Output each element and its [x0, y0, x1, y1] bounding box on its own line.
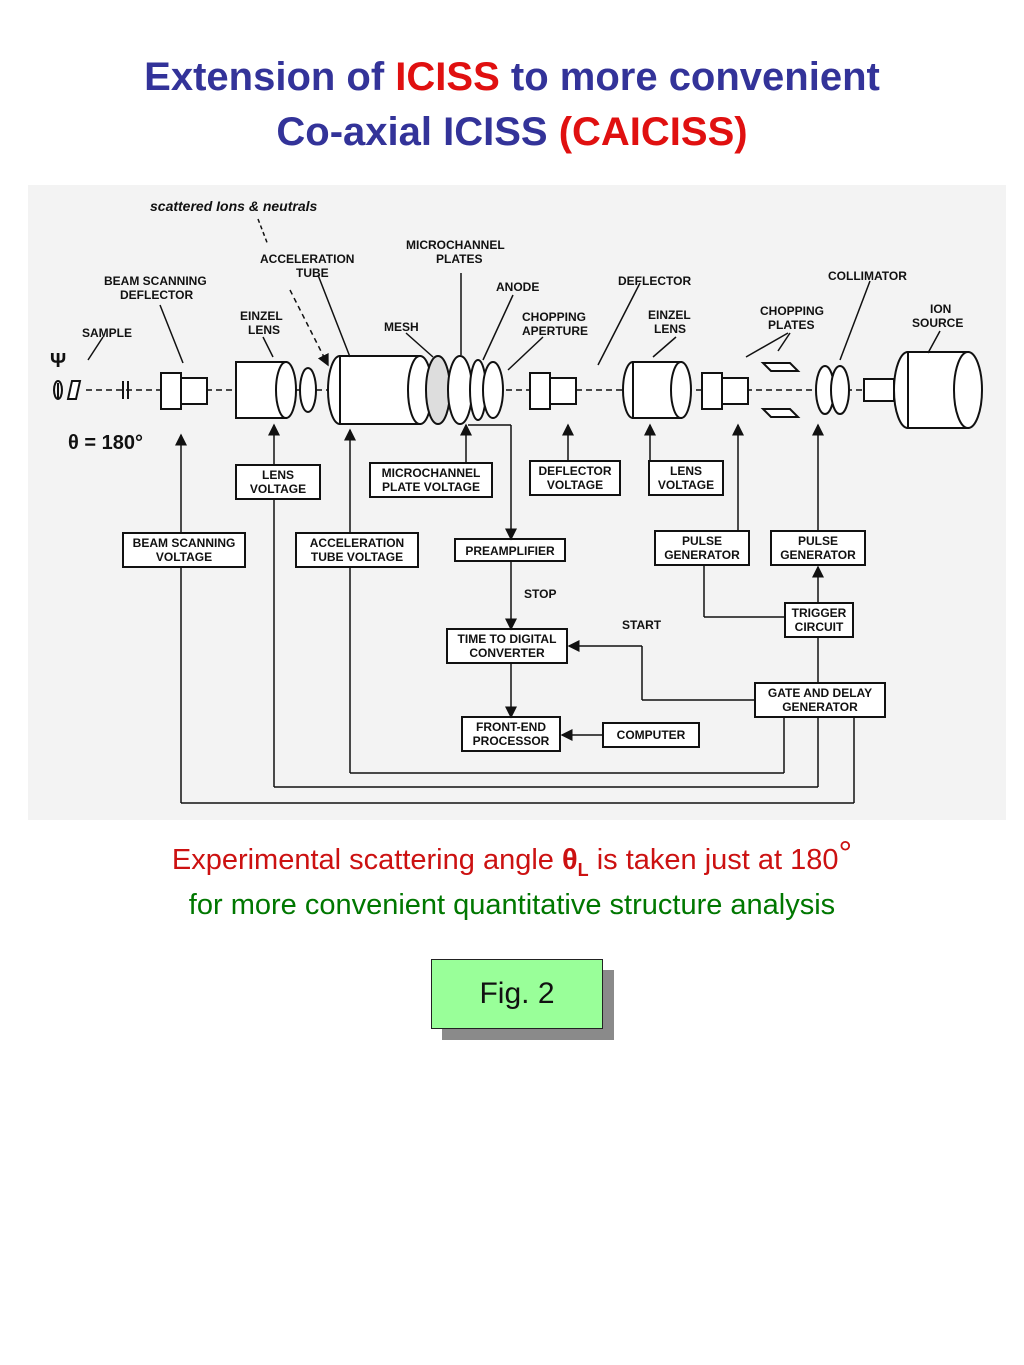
- box-atv-1: ACCELERATION: [310, 536, 404, 550]
- box-lens-v-1: LENS: [262, 468, 294, 482]
- box-pulse2-1: PULSE: [798, 534, 838, 548]
- box-pulse1-1: PULSE: [682, 534, 722, 548]
- label-einzel2-2: LENS: [654, 322, 686, 336]
- box-tdc-2: CONVERTER: [469, 646, 545, 660]
- label-mcp-1: MICROCHANNEL: [406, 238, 505, 252]
- box-bsv-1: BEAM SCANNING: [133, 536, 236, 550]
- box-pulse1-2: GENERATOR: [664, 548, 740, 562]
- label-mesh: MESH: [384, 320, 419, 334]
- box-lens-v2-2: VOLTAGE: [658, 478, 714, 492]
- box-mcp-v-2: PLATE VOLTAGE: [382, 480, 480, 494]
- box-gate-2: GENERATOR: [782, 700, 858, 714]
- caiciss-diagram: scattered Ions & neutrals ACCELERATION T…: [28, 185, 1006, 820]
- caption-line-2: for more convenient quantitative structu…: [188, 889, 836, 921]
- label-deflector: DEFLECTOR: [618, 274, 691, 288]
- title-line-1: Extension of ICISS to more convenient: [144, 55, 880, 99]
- fig-label: Fig. 2: [431, 959, 603, 1029]
- box-lens-v2-1: LENS: [670, 464, 702, 478]
- label-ion-1: ION: [930, 302, 951, 316]
- label-theta: θ = 180°: [68, 432, 143, 454]
- label-stop: STOP: [524, 587, 556, 601]
- title-line-2: Co-axial ICISS (CAICISS): [276, 110, 748, 154]
- label-beam-scan-2: DEFLECTOR: [120, 288, 193, 302]
- label-einzel1-1: EINZEL: [240, 309, 283, 323]
- label-einzel2-1: EINZEL: [648, 308, 691, 322]
- box-fep-2: PROCESSOR: [473, 734, 550, 748]
- caption-line-1: Experimental scattering angle θL is take…: [171, 835, 853, 880]
- box-mcp-v-1: MICROCHANNEL: [382, 466, 481, 480]
- label-chop-ap-2: APERTURE: [522, 324, 588, 338]
- label-acc-tube-1: ACCELERATION: [260, 252, 354, 266]
- label-chop-pl-2: PLATES: [768, 318, 814, 332]
- box-trigger-2: CIRCUIT: [795, 620, 844, 634]
- box-trigger-1: TRIGGER: [792, 606, 847, 620]
- box-gate-1: GATE AND DELAY: [768, 686, 872, 700]
- label-sample: SAMPLE: [82, 326, 132, 340]
- label-anode: ANODE: [496, 280, 539, 294]
- label-psi: Ψ: [50, 350, 66, 372]
- label-beam-scan-1: BEAM SCANNING: [104, 274, 207, 288]
- box-lens-v-2: VOLTAGE: [250, 482, 306, 496]
- label-scattered: scattered Ions & neutrals: [150, 198, 317, 214]
- label-einzel1-2: LENS: [248, 323, 280, 337]
- box-preamp: PREAMPLIFIER: [465, 544, 555, 558]
- label-collimator: COLLIMATOR: [828, 269, 907, 283]
- box-defl-v-1: DEFLECTOR: [538, 464, 611, 478]
- box-defl-v-2: VOLTAGE: [547, 478, 603, 492]
- box-pulse2-2: GENERATOR: [780, 548, 856, 562]
- label-chop-ap-1: CHOPPING: [522, 310, 586, 324]
- label-chop-pl-1: CHOPPING: [760, 304, 824, 318]
- box-tdc-1: TIME TO DIGITAL: [458, 632, 557, 646]
- box-fep-1: FRONT-END: [476, 720, 546, 734]
- label-start: START: [622, 618, 662, 632]
- label-ion-2: SOURCE: [912, 316, 963, 330]
- box-computer: COMPUTER: [617, 728, 686, 742]
- box-bsv-2: VOLTAGE: [156, 550, 212, 564]
- label-acc-tube-2: TUBE: [296, 266, 329, 280]
- label-mcp-2: PLATES: [436, 252, 482, 266]
- box-atv-2: TUBE VOLTAGE: [311, 550, 403, 564]
